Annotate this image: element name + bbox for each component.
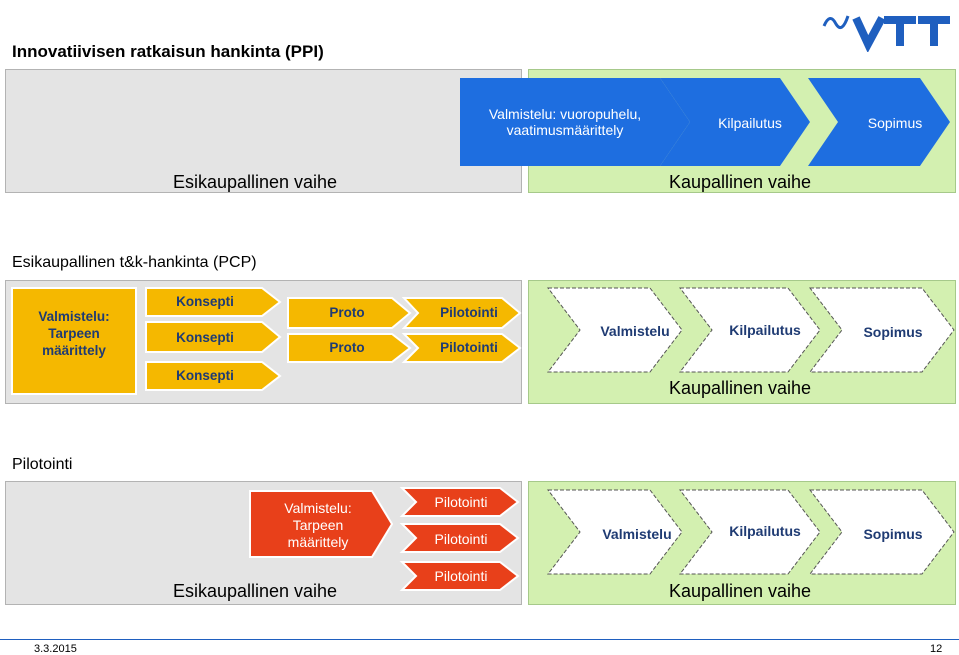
pilot-step-valmistelu-arrow	[546, 489, 683, 575]
pcp-proto-1	[287, 297, 412, 329]
footer-line	[0, 639, 959, 640]
pcp-concept-2-label: Konsepti	[176, 330, 234, 345]
pilot-step-valmistelu-label: Valmistelu	[602, 526, 672, 542]
pcp-concept-3-label: Konsepti	[176, 368, 234, 383]
pilot-pilot-1-label: Pilotointi	[434, 494, 488, 510]
ppi-commercial-label: Kaupallinen vaihe	[668, 172, 812, 192]
pilot-prep-arrow	[249, 490, 394, 558]
ppi-precommercial-label: Esikaupallinen vaihe	[172, 172, 338, 192]
pilot-pilot-2	[399, 523, 520, 553]
pilot-title: Pilotointi	[12, 456, 73, 473]
pcp-concept-1	[145, 287, 282, 317]
ppi-step-kilpailutus-arrow	[660, 78, 810, 166]
pilot-step-sopimus-label: Sopimus	[863, 526, 923, 542]
ppi-step-prep-arrow	[460, 78, 690, 166]
pcp-step-sopimus-label: Sopimus	[863, 324, 923, 340]
vtt-logo	[820, 4, 955, 53]
pilot-precommercial-label: Esikaupallinen vaihe	[172, 581, 338, 601]
pcp-step-valmistelu-label: Valmistelu	[600, 323, 670, 339]
pcp-step-sopimus-arrow	[808, 287, 955, 373]
pilot-pilot-1	[399, 487, 520, 517]
ppi-step-prep-label: Valmistelu: vuoropuhelu, vaatimusmääritt…	[488, 106, 642, 138]
ppi-title: Innovatiivisen ratkaisun hankinta (PPI)	[12, 42, 324, 61]
pilot-prep-label: Valmistelu: Tarpeen määrittely	[284, 500, 352, 550]
pcp-pilot-1-label: Pilotointi	[440, 305, 498, 320]
pilot-pilot-2-label: Pilotointi	[434, 531, 488, 547]
pcp-step-valmistelu-arrow	[546, 287, 683, 373]
pilot-pilot-3	[399, 561, 520, 591]
pcp-step-kilpailutus-label: Kilpailutus	[729, 322, 801, 338]
pilot-step-kilpailutus-arrow	[678, 489, 821, 575]
pilot-pilot-3-label: Pilotointi	[434, 568, 488, 584]
footer-page-number: 12	[930, 643, 943, 655]
ppi-step-kilpailutus-label: Kilpailutus	[718, 115, 782, 131]
pcp-pilot-2-label: Pilotointi	[440, 340, 498, 355]
pcp-concept-1-label: Konsepti	[176, 294, 234, 309]
pcp-prep-label: Valmistelu: Tarpeen määrittely	[38, 309, 110, 358]
pcp-concept-3	[145, 361, 282, 391]
pilot-step-kilpailutus-label: Kilpailutus	[729, 523, 801, 539]
pcp-title: Esikaupallinen t&k-hankinta (PCP)	[12, 254, 257, 271]
ppi-step-sopimus-label: Sopimus	[867, 115, 923, 131]
footer-date: 3.3.2015	[34, 643, 77, 655]
pcp-proto-2-label: Proto	[329, 340, 365, 355]
pilot-step-sopimus-arrow	[808, 489, 955, 575]
pcp-pilot-2	[401, 333, 522, 363]
pcp-prep-box	[11, 287, 137, 395]
pcp-commercial-label: Kaupallinen vaihe	[668, 378, 812, 398]
pcp-proto-1-label: Proto	[329, 305, 365, 320]
pcp-proto-2	[287, 333, 412, 363]
ppi-step-sopimus-arrow	[808, 78, 950, 166]
pcp-concept-2	[145, 321, 282, 353]
pcp-step-kilpailutus-arrow	[678, 287, 821, 373]
pcp-pilot-1	[401, 297, 522, 329]
pilot-commercial-label: Kaupallinen vaihe	[668, 581, 812, 601]
